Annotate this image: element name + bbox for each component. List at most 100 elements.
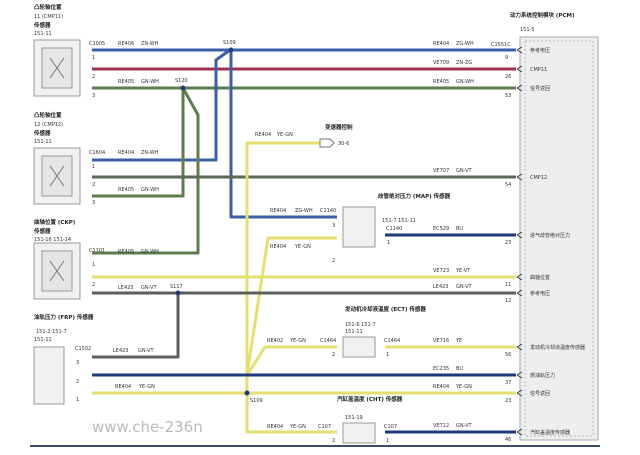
wire-circuit: RE405	[118, 187, 134, 193]
sensor-x-icon	[49, 165, 65, 187]
cmp11-id: 11 (CMP11)	[34, 14, 63, 20]
wire-s109-blue	[92, 48, 231, 162]
cmp12-id: 12 (CMP12)	[34, 122, 63, 128]
wire-color: YE-GN	[294, 244, 311, 250]
pcm-pin-number: 37	[505, 380, 511, 386]
cht-ref: 151-19	[345, 415, 363, 421]
cmp12-connector: C1604	[89, 150, 105, 156]
wire-s120-b	[92, 87, 200, 255]
pin-label: 1	[92, 164, 95, 170]
wire-s120-a	[92, 88, 185, 198]
pin-label: 2	[332, 438, 335, 444]
splice-s117	[175, 290, 181, 296]
pcm-pin-number: 26	[505, 74, 511, 80]
pin-label: 3	[332, 223, 335, 229]
pcm-wire-color: ZN-ZG	[456, 60, 472, 66]
pcm-wire-circuit: VE712	[433, 423, 449, 429]
wire-ect-return	[245, 345, 337, 376]
ckp-ref: 151-16 151-14	[34, 237, 71, 243]
wire-circuit: RE404	[267, 424, 283, 430]
wire-color: GN-WH	[141, 249, 159, 255]
connector-arrow-icon	[516, 289, 523, 297]
pin-label: 1	[92, 262, 95, 268]
wire-return-bus	[245, 141, 337, 434]
ect-name: 发动机冷却液温度 (ECT) 传感器	[344, 305, 426, 313]
wire-color: GN-WH	[141, 79, 159, 85]
pcm-wire-circuit: RE404	[433, 384, 449, 390]
pcm-wire-circuit: EC529	[433, 226, 449, 232]
splice-s109b-label: S109	[250, 398, 263, 404]
transmission-label: 变速器控制	[325, 123, 353, 131]
pcm-pin-label: 燃油轨压力	[530, 372, 555, 379]
pcm-pin-number: 11	[505, 282, 511, 288]
cht-connector-left: C107	[318, 424, 331, 430]
cht-connector-right: C107	[384, 424, 397, 430]
connector-arrow-icon	[516, 273, 523, 281]
transmission-connector-icon	[319, 138, 335, 148]
cmp11-name: 凸轮轴位置	[34, 3, 62, 11]
pin-label: 1	[386, 438, 389, 444]
cmp12-type: 传感器	[33, 129, 51, 137]
wire-circuit: RE404	[270, 208, 286, 214]
pcm-pin-number: 23	[505, 240, 511, 246]
sensor-x-icon	[49, 57, 65, 79]
map-connector-right: C1140	[386, 226, 402, 232]
pcm-pin-label: 参考电压	[530, 47, 550, 54]
ckp-connector: C1101	[89, 248, 105, 254]
pin-label: 2	[92, 182, 95, 188]
ckp-type: 传感器	[33, 227, 51, 235]
splice-s117-label: S117	[170, 284, 183, 290]
pcm-wire-circuit: RE405	[433, 79, 449, 85]
cmp11-ref: 151-11	[34, 31, 52, 37]
cht-name: 汽缸盖温度 (CHT) 传感器	[337, 395, 403, 403]
wire-frp-ref	[92, 293, 180, 359]
connector-arrow-icon	[516, 428, 523, 436]
wire-color: ZN-WH	[141, 150, 159, 156]
cmp12-name: 凸轮轴位置	[34, 111, 62, 119]
pcm-wire-color: GN-VT	[456, 168, 473, 174]
pcm-wire-color: BU	[456, 366, 463, 372]
splice-s109b	[244, 390, 250, 396]
wire-circuit: RE402	[267, 338, 283, 344]
sensor-x-icon	[49, 260, 65, 282]
ckp-name: 曲轴位置 (CKP)	[34, 218, 76, 226]
frp-sensor	[33, 346, 65, 405]
pin-label: 2	[92, 74, 95, 80]
wire-color: GN-VT	[138, 348, 155, 354]
wire-circuit: RE404	[270, 244, 286, 250]
connector-arrow-icon	[516, 173, 523, 181]
frp-ref2: 151-11	[34, 337, 52, 343]
ect-ref1: 151-6 151-7	[345, 322, 376, 328]
pcm-wire-color: GN-WH	[456, 79, 474, 85]
pcm-pin-number: 23	[505, 398, 511, 404]
map-name: 歧管绝对压力 (MAP) 传感器	[378, 192, 451, 200]
pcm-wire-color: YE-VT	[455, 268, 471, 274]
pcm-wire-circuit: VE716	[433, 338, 449, 344]
pcm-title: 动力系统控制模块 (PCM)	[510, 11, 575, 19]
pin-label: 3	[92, 93, 95, 99]
pcm-wire-circuit: EC235	[433, 366, 449, 372]
wire-circuit: RE404	[118, 150, 134, 156]
pcm-wire-circuit: VE707	[433, 168, 449, 174]
pcm-wire-color: BU	[456, 226, 463, 232]
wire-color: YE-GN	[289, 424, 306, 430]
cmp11-connector: C1005	[89, 41, 105, 47]
connector-arrow-icon	[516, 84, 523, 92]
wire-color: GN-WH	[141, 187, 159, 193]
map-sensor	[342, 206, 376, 248]
pcm-pin-label: CMP11	[530, 67, 547, 73]
ect-connector-right: C1464	[384, 338, 400, 344]
pcm-wire-circuit: RE404	[433, 41, 449, 47]
transmission-ref: 30-6	[338, 141, 349, 147]
pcm-wire-color: GN-VT	[456, 423, 473, 429]
connector-arrow-icon	[516, 389, 523, 397]
wire-circuit: RE404	[255, 132, 271, 138]
wire-circuit: RE406	[118, 41, 134, 47]
cmp11-type: 传感器	[33, 21, 51, 29]
frp-ref1: 151-2 151-7	[36, 329, 67, 335]
wire-color: ZG-WH	[295, 208, 313, 214]
pcm-pin-number: 12	[505, 298, 511, 304]
wire-color: GN-VT	[141, 285, 158, 291]
connector-arrow-icon	[516, 65, 523, 73]
pin-label: 3	[92, 200, 95, 206]
